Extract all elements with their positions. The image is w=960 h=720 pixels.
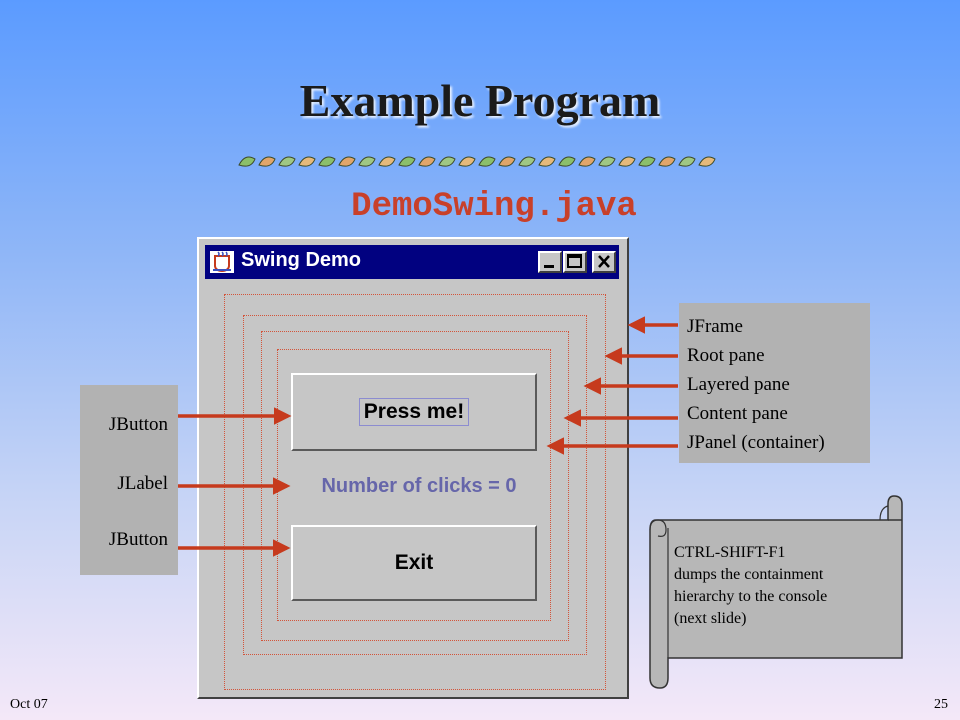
close-icon bbox=[598, 255, 610, 268]
leaf-ornament bbox=[618, 156, 636, 167]
label-content-pane: Content pane bbox=[687, 403, 788, 424]
leaf-border-decoration bbox=[238, 156, 716, 167]
label-jlabel: JLabel bbox=[117, 473, 168, 494]
slide-title: Example Program bbox=[299, 75, 661, 126]
footer-date: Oct 07 bbox=[10, 697, 48, 712]
leaf-ornament bbox=[498, 156, 516, 167]
press-me-label: Press me! bbox=[358, 398, 470, 426]
leaf-ornament bbox=[558, 156, 576, 167]
page-number: 25 bbox=[934, 697, 948, 712]
exit-button[interactable]: Exit bbox=[291, 525, 537, 601]
window-titlebar[interactable]: Swing Demo bbox=[205, 245, 619, 279]
leaf-ornament bbox=[278, 156, 296, 167]
leaf-ornament bbox=[418, 156, 436, 167]
leaf-ornament bbox=[338, 156, 356, 167]
scroll-note-shape bbox=[649, 495, 903, 689]
leaf-ornament bbox=[378, 156, 396, 167]
leaf-ornament bbox=[478, 156, 496, 167]
window-title: Swing Demo bbox=[241, 249, 362, 271]
leaf-ornament bbox=[538, 156, 556, 167]
leaf-ornament bbox=[298, 156, 316, 167]
note-line: CTRL-SHIFT-F1 bbox=[674, 544, 786, 561]
note-line: (next slide) bbox=[674, 610, 747, 627]
press-me-button[interactable]: Press me! bbox=[291, 373, 537, 451]
minimize-icon bbox=[544, 265, 554, 268]
leaf-ornament bbox=[258, 156, 276, 167]
leaf-ornament bbox=[678, 156, 696, 167]
note-line: hierarchy to the console bbox=[674, 588, 828, 605]
leaf-ornament bbox=[398, 156, 416, 167]
leaf-ornament bbox=[518, 156, 536, 167]
clicks-count-label: Number of clicks = 0 bbox=[321, 475, 517, 497]
label-jbutton-exit: JButton bbox=[108, 529, 168, 550]
swing-demo-window[interactable]: Swing Demo Press me! Number of clicks = … bbox=[197, 237, 629, 699]
leaf-ornament bbox=[438, 156, 456, 167]
note-text: CTRL-SHIFT-F1 dumps the containment hier… bbox=[674, 542, 892, 630]
leaf-ornament bbox=[598, 156, 616, 167]
leaf-ornament bbox=[578, 156, 596, 167]
minimize-button[interactable] bbox=[538, 251, 562, 273]
java-app-icon bbox=[210, 251, 234, 273]
leaf-ornament bbox=[698, 156, 716, 167]
leaf-ornament bbox=[318, 156, 336, 167]
label-root-pane: Root pane bbox=[687, 345, 765, 366]
close-button[interactable] bbox=[592, 251, 616, 273]
note-line: dumps the containment bbox=[674, 566, 824, 583]
leaf-ornament bbox=[658, 156, 676, 167]
slide-subtitle: DemoSwing.java bbox=[351, 188, 637, 226]
label-layered-pane: Layered pane bbox=[687, 374, 790, 395]
label-jframe: JFrame bbox=[687, 316, 743, 337]
label-jbutton-press: JButton bbox=[108, 414, 168, 435]
maximize-icon bbox=[567, 254, 582, 268]
exit-label: Exit bbox=[394, 551, 434, 574]
left-component-labels: JButton JLabel JButton bbox=[80, 385, 178, 575]
maximize-button[interactable] bbox=[563, 251, 587, 273]
root-pane-outline bbox=[224, 294, 606, 690]
leaf-ornament bbox=[638, 156, 656, 167]
leaf-ornament bbox=[238, 156, 256, 167]
leaf-ornament bbox=[358, 156, 376, 167]
right-container-labels: JFrame Root pane Layered pane Content pa… bbox=[679, 303, 870, 463]
leaf-ornament bbox=[458, 156, 476, 167]
label-jpanel: JPanel (container) bbox=[687, 432, 825, 453]
